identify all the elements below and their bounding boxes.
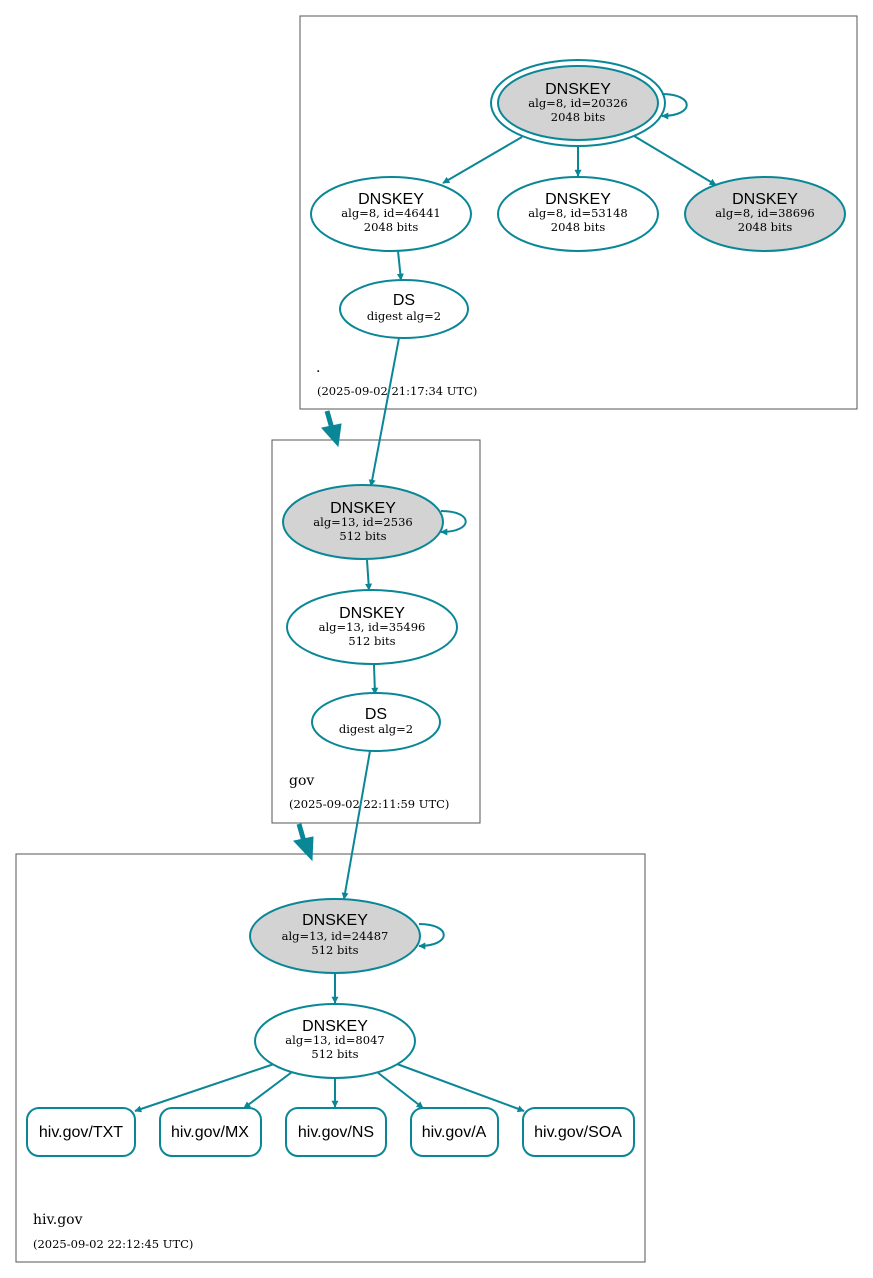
zone-hiv-name: hiv.gov [33,1212,83,1228]
root-zsk1-bits: 2048 bits [364,220,419,234]
delegation-arrow-gov-hiv [293,823,314,862]
root-zsk3-title: DNSKEY [732,191,798,208]
gov-ds-digest: digest alg=2 [339,722,413,736]
delegation-arrow-root-gov [321,410,342,448]
hiv-ksk-alg: alg=13, id=24487 [282,929,389,943]
gov-ksk-title: DNSKEY [330,500,396,517]
record-a: hiv.gov/A [410,1107,499,1157]
gov-ds-node: DS digest alg=2 [311,692,441,752]
record-ns: hiv.gov/NS [285,1107,387,1157]
edge-hiv-ksk-self [418,923,445,950]
root-zsk3-alg: alg=8, id=38696 [715,206,814,220]
gov-zsk-bits: 512 bits [348,634,395,648]
zone-hiv-timestamp: (2025-09-02 22:12:45 UTC) [33,1237,193,1251]
record-soa-label: hiv.gov/SOA [534,1124,622,1141]
root-zsk2-bits: 2048 bits [551,220,606,234]
root-ksk-alg: alg=8, id=20326 [528,96,627,110]
edge-hiv-zsk-a [376,1071,424,1109]
gov-ksk-node: DNSKEY alg=13, id=2536 512 bits [282,484,444,560]
zone-hiv-box [15,853,646,1263]
zone-root-name: . [316,360,320,376]
hiv-ksk-title: DNSKEY [302,912,368,929]
edge-root-ds-gov-ksk [368,337,400,487]
record-a-label: hiv.gov/A [422,1124,487,1141]
root-zsk2-node: DNSKEY alg=8, id=53148 2048 bits [497,176,659,252]
edge-root-zsk1-ds [396,250,404,281]
edge-gov-ksk-zsk [365,559,373,591]
zone-gov-name: gov [289,773,314,789]
gov-ksk-bits: 512 bits [339,529,386,543]
root-ksk-title: DNSKEY [545,81,611,98]
record-txt: hiv.gov/TXT [26,1107,136,1157]
root-ds-digest: digest alg=2 [367,309,441,323]
root-zsk2-alg: alg=8, id=53148 [528,206,627,220]
edge-root-ksk-zsk1 [442,136,523,184]
root-zsk1-alg: alg=8, id=46441 [341,206,440,220]
hiv-zsk-node: DNSKEY alg=13, id=8047 512 bits [254,1003,416,1079]
record-ns-label: hiv.gov/NS [298,1124,374,1141]
hiv-ksk-node: DNSKEY alg=13, id=24487 512 bits [249,898,421,974]
edge-gov-ksk-self [440,510,467,536]
gov-ds-title: DS [365,706,387,723]
zone-root-box [299,15,858,410]
root-zsk1-title: DNSKEY [358,191,424,208]
edge-gov-zsk-ds [371,664,379,695]
hiv-ksk-bits: 512 bits [311,943,358,957]
zone-gov-box [271,439,481,824]
zone-root-timestamp: (2025-09-02 21:17:34 UTC) [317,384,477,398]
record-txt-label: hiv.gov/TXT [39,1124,123,1141]
record-soa: hiv.gov/SOA [522,1107,635,1157]
edge-hiv-zsk-txt [134,1063,275,1113]
hiv-zsk-title: DNSKEY [302,1018,368,1035]
record-mx-label: hiv.gov/MX [171,1124,249,1141]
edge-hiv-zsk-mx [243,1071,293,1109]
root-zsk1-node: DNSKEY alg=8, id=46441 2048 bits [310,176,472,252]
root-ksk-node: DNSKEY alg=8, id=20326 2048 bits [490,59,666,147]
hiv-zsk-bits: 512 bits [311,1047,358,1061]
edge-root-ksk-zsk3 [633,135,717,186]
gov-ksk-alg: alg=13, id=2536 [313,515,412,529]
gov-zsk-title: DNSKEY [339,605,405,622]
record-mx: hiv.gov/MX [159,1107,262,1157]
root-ksk-bits: 2048 bits [551,110,606,124]
gov-zsk-node: DNSKEY alg=13, id=35496 512 bits [286,589,458,665]
root-zsk2-title: DNSKEY [545,191,611,208]
root-ds-node: DS digest alg=2 [339,279,469,339]
root-ds-title: DS [393,292,415,309]
edge-root-ksk-self [661,93,688,120]
zone-gov-timestamp: (2025-09-02 22:11:59 UTC) [289,797,449,811]
root-zsk3-node: DNSKEY alg=8, id=38696 2048 bits [684,176,846,252]
edge-hiv-zsk-soa [396,1063,525,1113]
gov-zsk-alg: alg=13, id=35496 [319,620,426,634]
edge-gov-ds-hiv-ksk [341,750,371,900]
hiv-zsk-alg: alg=13, id=8047 [285,1033,384,1047]
root-zsk3-bits: 2048 bits [738,220,793,234]
